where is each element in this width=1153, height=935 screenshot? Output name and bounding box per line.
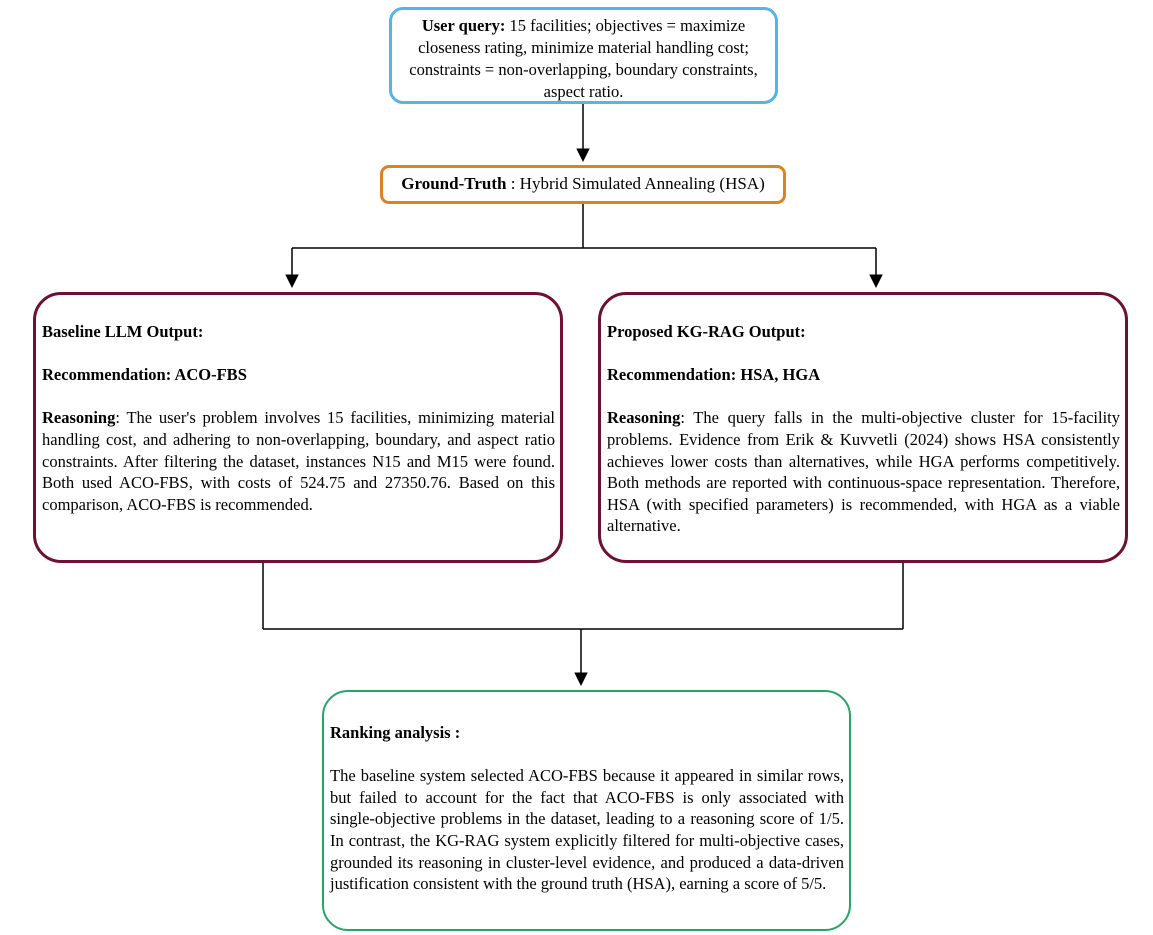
user-query-box: User query: 15 facilities; objectives = … <box>389 7 778 104</box>
user-query-text: 15 facilities; objectives = maximize clo… <box>409 16 758 101</box>
baseline-reasoning-text: : The user's problem involves 15 facilit… <box>42 408 555 514</box>
baseline-recommendation: Recommendation: ACO-FBS <box>42 365 247 385</box>
ranking-text: The baseline system selected ACO-FBS bec… <box>330 766 844 894</box>
user-query-label: User query: <box>421 16 506 35</box>
ground-truth-box: Ground-Truth : Hybrid Simulated Annealin… <box>380 165 786 204</box>
kgrag-output-box: Proposed KG-RAG Output: Recommendation: … <box>598 292 1128 563</box>
kgrag-reasoning-label: Reasoning <box>607 408 681 428</box>
baseline-output-box: Baseline LLM Output: Recommendation: ACO… <box>33 292 563 563</box>
kgrag-title: Proposed KG-RAG Output: <box>607 322 806 341</box>
ground-truth-label: Ground-Truth <box>401 174 507 193</box>
kgrag-recommendation: Recommendation: HSA, HGA <box>607 365 821 385</box>
kgrag-reasoning: Reasoning: The query falls in the multi-… <box>607 407 1120 537</box>
ranking-analysis-box: Ranking analysis : The baseline system s… <box>322 690 851 931</box>
kgrag-reasoning-text: : The query falls in the multi-objective… <box>607 408 1120 536</box>
baseline-reasoning: Reasoning: The user's problem involves 1… <box>42 407 555 515</box>
ranking-title: Ranking analysis : <box>330 723 461 742</box>
ground-truth-text: : Hybrid Simulated Annealing (HSA) <box>506 174 765 193</box>
baseline-title: Baseline LLM Output: <box>42 322 204 341</box>
baseline-reasoning-label: Reasoning <box>42 408 116 428</box>
